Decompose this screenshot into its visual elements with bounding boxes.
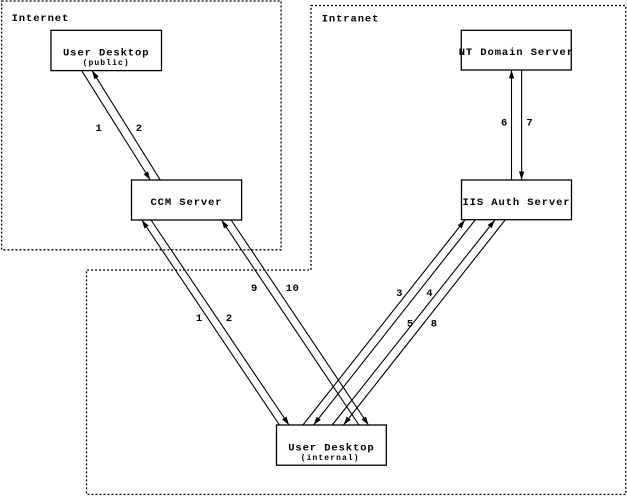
svg-text:User Desktop: User Desktop bbox=[63, 48, 149, 60]
svg-text:7: 7 bbox=[526, 118, 533, 130]
svg-text:5: 5 bbox=[407, 318, 414, 330]
svg-text:2: 2 bbox=[136, 123, 143, 135]
svg-text:IIS Auth Server: IIS Auth Server bbox=[462, 197, 570, 209]
svg-text:6: 6 bbox=[501, 118, 508, 130]
svg-text:Internet: Internet bbox=[12, 13, 70, 25]
svg-text:(internal): (internal) bbox=[301, 454, 360, 463]
svg-text:10: 10 bbox=[286, 283, 300, 295]
svg-text:1: 1 bbox=[96, 123, 103, 135]
svg-text:Intranet: Intranet bbox=[322, 13, 380, 25]
svg-text:User Desktop: User Desktop bbox=[288, 442, 374, 454]
svg-text:3: 3 bbox=[396, 288, 403, 300]
svg-text:(public): (public) bbox=[83, 59, 130, 68]
svg-text:9: 9 bbox=[251, 283, 258, 295]
svg-text:4: 4 bbox=[426, 288, 433, 300]
svg-text:NT Domain Server: NT Domain Server bbox=[459, 47, 574, 59]
svg-text:1: 1 bbox=[196, 313, 203, 325]
svg-text:8: 8 bbox=[431, 318, 438, 330]
svg-text:2: 2 bbox=[226, 313, 233, 325]
svg-text:CCM Server: CCM Server bbox=[150, 197, 222, 209]
